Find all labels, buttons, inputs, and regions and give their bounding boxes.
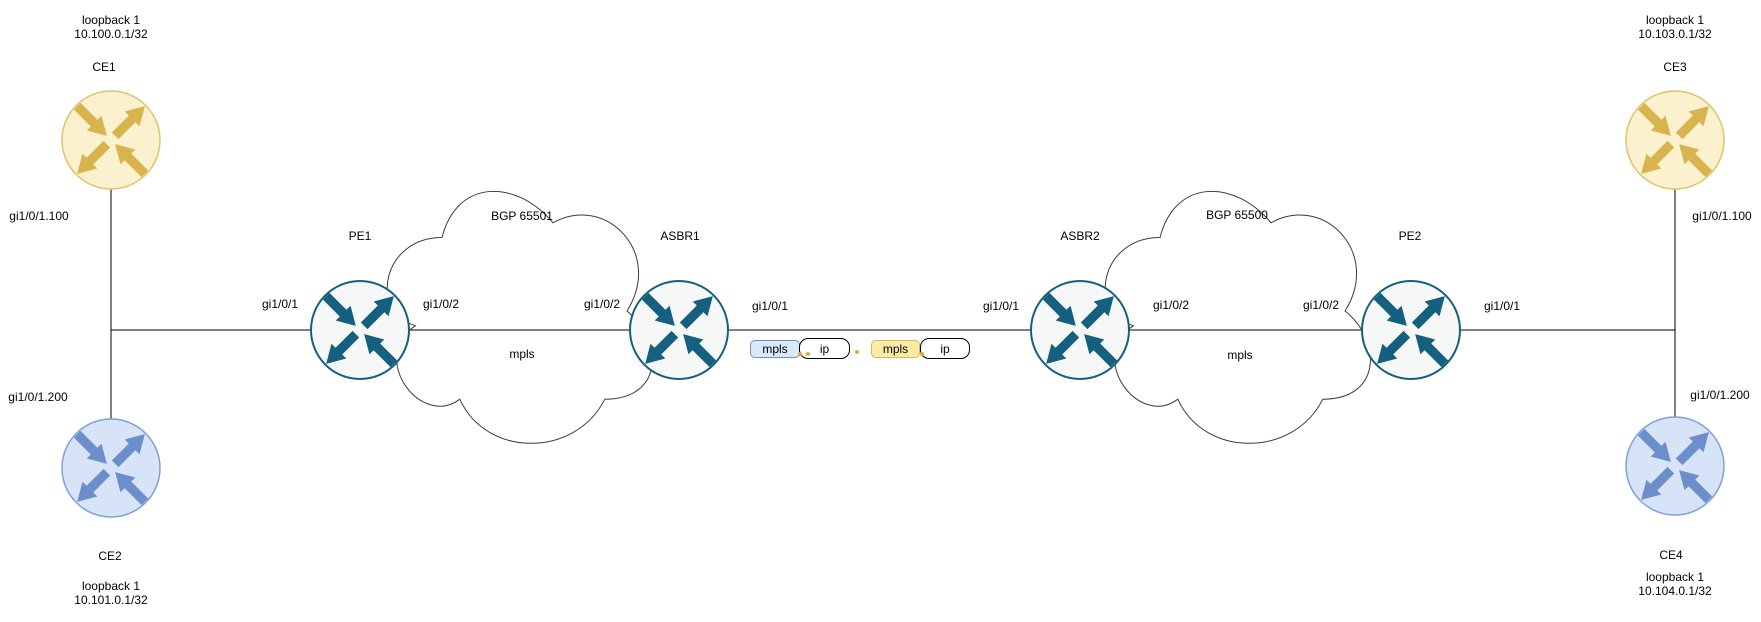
router-asbr1-body	[629, 280, 729, 380]
flow-dot	[855, 350, 859, 354]
cloud-as65501	[386, 191, 653, 444]
router-ce4-body	[1625, 416, 1725, 516]
pe1-label: PE1	[348, 229, 372, 243]
router-ce3-body	[1625, 90, 1725, 190]
iface-pe1-gi1: gi1/0/1	[261, 297, 299, 311]
cloud-as65501-transport: mpls	[509, 347, 535, 361]
ce2-loopback-label: loopback 1 10.101.0.1/32	[74, 579, 147, 607]
iface-ce4-sub: gi1/0/1.200	[1690, 388, 1750, 402]
router-asbr2	[1030, 280, 1130, 380]
ce3-label: CE3	[1663, 60, 1687, 74]
ce1-loopback-label: loopback 1 10.100.0.1/32	[74, 13, 147, 41]
ce2-loopback-ip: 10.101.0.1/32	[74, 593, 148, 607]
packet1-mpls-badge: mpls	[750, 340, 800, 358]
iface-asbr2-gi1: gi1/0/1	[982, 299, 1020, 313]
ce4-label: CE4	[1659, 548, 1683, 562]
flow-dot	[920, 352, 924, 356]
flow-dot	[806, 352, 810, 356]
asbr2-label: ASBR2	[1060, 229, 1100, 243]
ce3-loopback-name: loopback 1	[1645, 13, 1705, 27]
iface-pe2-gi1: gi1/0/1	[1483, 299, 1521, 313]
router-pe2	[1361, 280, 1461, 380]
ce3-loopback-label: loopback 1 10.103.0.1/32	[1638, 13, 1711, 41]
iface-asbr2-gi2: gi1/0/2	[1152, 298, 1190, 312]
ce1-loopback-name: loopback 1	[81, 13, 141, 27]
router-asbr1	[629, 280, 729, 380]
cloud-as65500	[1104, 191, 1371, 444]
cloud-as65500-transport: mpls	[1227, 348, 1253, 362]
cloud-as65501-label: BGP 65501	[491, 209, 553, 223]
router-ce2	[61, 418, 161, 518]
flow-dot	[798, 352, 802, 356]
iface-ce2-sub: gi1/0/1.200	[8, 390, 68, 404]
ce2-label: CE2	[98, 549, 122, 563]
ce4-loopback-label: loopback 1 10.104.0.1/32	[1638, 570, 1711, 598]
router-pe1	[310, 280, 410, 380]
router-pe2-body	[1361, 280, 1461, 380]
router-asbr2-body	[1030, 280, 1130, 380]
router-ce1-body	[61, 90, 161, 190]
packet2-ip-badge: ip	[920, 338, 970, 359]
packet1-ip-badge: ip	[799, 338, 850, 359]
iface-asbr1-gi2: gi1/0/2	[583, 297, 621, 311]
asbr1-label: ASBR1	[660, 229, 700, 243]
cloud-as65500-label: BGP 65500	[1206, 208, 1268, 222]
router-ce4	[1625, 416, 1725, 516]
router-pe1-body	[310, 280, 410, 380]
iface-asbr1-gi1: gi1/0/1	[751, 299, 789, 313]
packet2-mpls-badge: mpls	[871, 340, 920, 358]
router-ce3	[1625, 90, 1725, 190]
router-ce2-body	[61, 418, 161, 518]
ce4-loopback-ip: 10.104.0.1/32	[1638, 584, 1712, 598]
iface-pe2-gi2: gi1/0/2	[1302, 298, 1340, 312]
ce2-loopback-name: loopback 1	[81, 579, 141, 593]
ce4-loopback-name: loopback 1	[1645, 570, 1705, 584]
ce1-loopback-ip: 10.100.0.1/32	[74, 27, 148, 41]
pe2-label: PE2	[1398, 229, 1422, 243]
ce3-loopback-ip: 10.103.0.1/32	[1638, 27, 1712, 41]
iface-pe1-gi2: gi1/0/2	[422, 297, 460, 311]
iface-ce3-sub: gi1/0/1.100	[1692, 209, 1752, 223]
ce1-label: CE1	[92, 60, 116, 74]
iface-ce1-sub: gi1/0/1.100	[9, 209, 69, 223]
router-ce1	[61, 90, 161, 190]
